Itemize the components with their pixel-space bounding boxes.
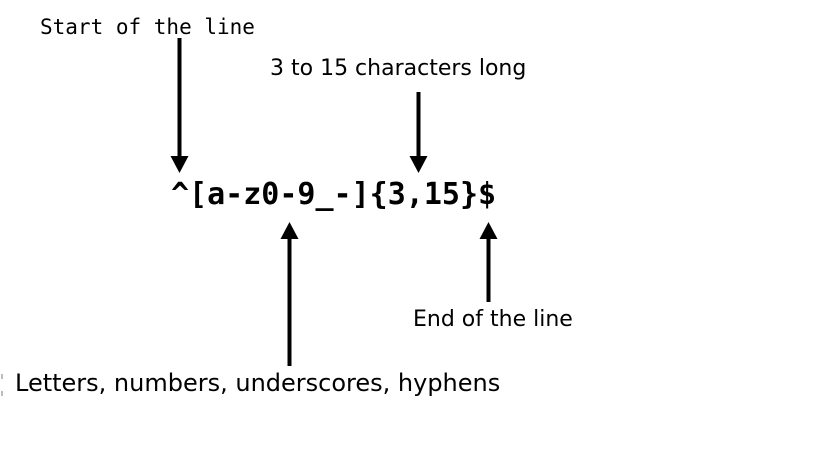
arrow-character-class <box>280 221 300 366</box>
left-edge-clipped-glyph-artifact-bottom <box>1 391 3 396</box>
arrow-length-quantifier <box>409 92 429 174</box>
arrow-end-of-line <box>479 221 499 302</box>
annotation-label-start-of-line: Start of the line <box>40 15 255 39</box>
annotation-label-character-class: Letters, numbers, underscores, hyphens <box>15 369 501 397</box>
regex-pattern-text: ^[a-z0-9_-]{3,15}$ <box>171 177 497 212</box>
left-edge-clipped-glyph-artifact-top <box>1 374 3 379</box>
arrow-start-of-line <box>170 38 190 174</box>
annotation-label-end-of-line: End of the line <box>413 307 573 332</box>
annotation-label-length-quantifier: 3 to 15 characters long <box>270 56 527 81</box>
